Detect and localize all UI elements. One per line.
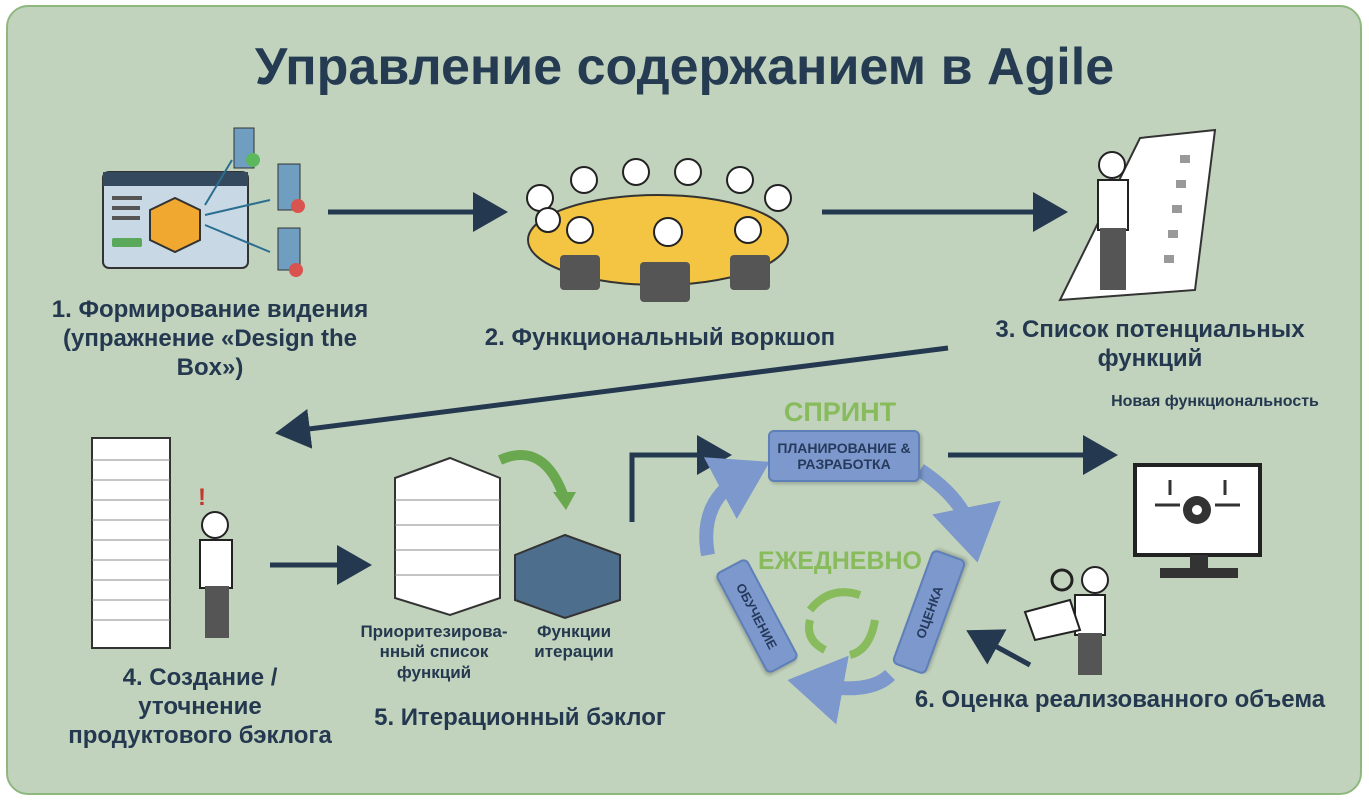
evaluation-illustration (1023, 566, 1109, 675)
flow-arrows (270, 192, 1118, 668)
step-3-label: 3. Список потенциальных функций (995, 316, 1305, 372)
page-title: Управление содержанием в Agile (254, 38, 1115, 96)
step-1-label: 1. Формирование видения (упражнение «Des… (51, 296, 369, 381)
step-6-label: 6. Оценка реализованного объема (914, 686, 1326, 713)
prioritized-list-label: Приоритезирова-нный список функций (360, 622, 508, 682)
iteration-backlog-illustration (394, 450, 621, 620)
design-the-box-illustration (102, 127, 305, 277)
iteration-functions-label: Функции итерации (534, 622, 614, 662)
diagram-panel (6, 5, 1362, 795)
new-functionality-monitor-illustration (1133, 463, 1262, 578)
step-4-label: 4. Создание / уточнение продуктового бэк… (68, 664, 332, 749)
product-backlog-illustration: ! (91, 437, 233, 649)
svg-text:!: ! (198, 484, 206, 511)
step-5-label: 5. Итерационный бэклог (374, 704, 666, 731)
workshop-illustration (526, 158, 792, 302)
arrow-3-4 (275, 345, 949, 449)
daily-title: ЕЖЕДНЕВНО (757, 547, 923, 575)
daily-cycle-arrows (805, 588, 879, 659)
step-2-label: 2. Функциональный воркшоп (484, 324, 836, 351)
arrow-6-review (966, 629, 1032, 668)
planning-development-box: ПЛАНИРОВАНИЕ & РАЗРАБОТКА (768, 430, 920, 482)
sprint-title: СПРИНТ (783, 397, 897, 427)
sprint-cycle-arrows (699, 457, 1001, 725)
arrow-5-sprint (629, 435, 732, 522)
new-functionality-label: Новая функциональность (1111, 393, 1319, 410)
feature-list-illustration (1058, 128, 1217, 302)
